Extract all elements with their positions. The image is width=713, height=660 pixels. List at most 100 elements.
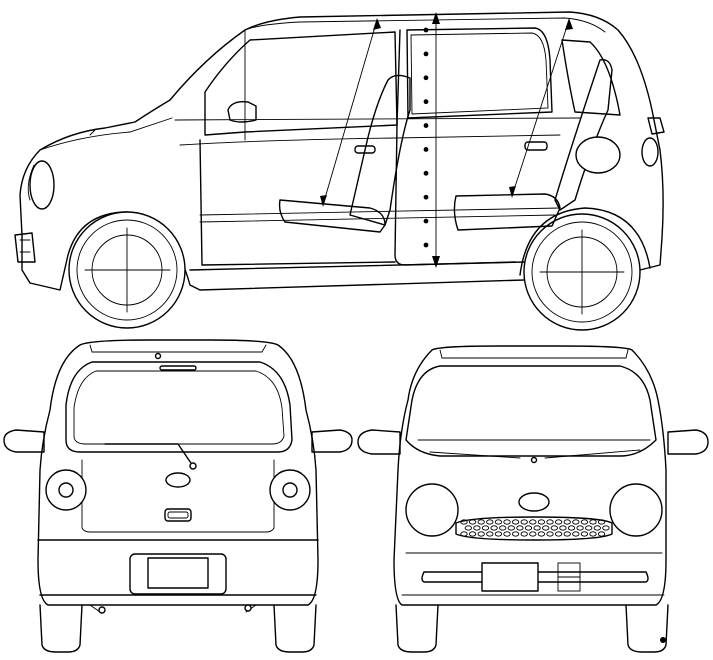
rear-emblem [165, 472, 191, 488]
side-view [14, 11, 665, 331]
grille-hole [529, 531, 537, 537]
rear-mirror-left [3, 429, 45, 453]
grille-hole [572, 531, 580, 537]
grille-hole [554, 531, 563, 537]
grille-hole [546, 531, 554, 537]
side-height-arrow [432, 12, 440, 268]
grille-hole [503, 519, 511, 525]
height-marker-dot [423, 27, 429, 33]
grille-hole [524, 525, 533, 531]
height-marker-dot [423, 75, 429, 81]
side-door-seam [394, 29, 516, 266]
side-rear-wheel [523, 213, 641, 331]
height-marker-dot [423, 242, 429, 248]
grille-hole [494, 519, 503, 525]
height-marker-dot [423, 99, 429, 105]
grille-hole [597, 531, 606, 537]
grille-hole [542, 525, 550, 531]
grille-hole [464, 525, 472, 531]
side-rear-door-window [406, 27, 553, 119]
grille-hole [563, 531, 571, 537]
side-mirror [227, 100, 257, 123]
side-front-wheel [68, 211, 186, 329]
side-front-window [204, 31, 398, 136]
front-grille-pattern [460, 519, 610, 537]
side-roof-line [244, 17, 606, 33]
grille-hole [580, 519, 589, 525]
side-rear-seat-arrow [509, 18, 573, 198]
side-rear-handle [524, 141, 548, 151]
grille-hole [537, 519, 546, 525]
front-grille [455, 516, 613, 541]
grille-hole [550, 525, 558, 531]
grille-hole [477, 531, 485, 537]
grille-hole [460, 519, 468, 525]
front-windshield [405, 365, 657, 457]
grille-hole [546, 519, 554, 525]
grille-hole [494, 531, 503, 537]
height-marker-dot [423, 170, 429, 176]
grille-hole [585, 525, 593, 531]
grille-hole [572, 519, 580, 525]
grille-hole [468, 519, 477, 525]
grille-hole [529, 519, 537, 525]
side-front-bumper [14, 232, 36, 263]
grille-hole [460, 531, 468, 537]
side-height-dots [423, 27, 429, 248]
rear-wiper [104, 443, 194, 467]
height-marker-dot [423, 218, 429, 224]
front-license-plate [481, 562, 539, 592]
side-headlight [29, 160, 55, 210]
front-mirror-left [357, 429, 401, 455]
grille-hole [602, 525, 610, 531]
grille-hole [589, 519, 597, 525]
rear-mirror-right [311, 429, 353, 453]
height-marker-dot [423, 194, 429, 200]
grille-hole [486, 531, 494, 537]
front-view [357, 345, 709, 653]
rear-view [3, 339, 353, 653]
grille-hole [563, 519, 571, 525]
front-emblem [518, 492, 550, 512]
grille-hole [559, 525, 567, 531]
front-body-outline [393, 345, 667, 606]
rear-body-outline [37, 339, 319, 606]
grille-hole [516, 525, 524, 531]
grille-hole [520, 531, 528, 537]
grille-hole [473, 525, 481, 531]
grille-hole [567, 525, 576, 531]
rear-handle [164, 508, 192, 522]
grille-hole [468, 531, 477, 537]
grille-hole [533, 525, 541, 531]
side-front-seat-arrow [320, 18, 381, 207]
grille-hole [537, 531, 546, 537]
grille-hole [589, 531, 597, 537]
side-rear-lamp [641, 137, 659, 167]
height-marker-dot [423, 51, 429, 57]
grille-hole [580, 531, 589, 537]
side-rear-window [561, 39, 621, 116]
grille-hole [481, 525, 490, 531]
side-rear-seat [453, 59, 621, 231]
rear-window [65, 361, 293, 453]
grille-hole [597, 519, 606, 525]
grille-hole [490, 525, 498, 531]
height-marker-dot [423, 147, 429, 152]
grille-hole [576, 525, 584, 531]
grille-hole [477, 519, 485, 525]
grille-hole [499, 525, 507, 531]
grille-hole [507, 525, 515, 531]
front-headlight-left [405, 483, 459, 537]
grille-hole [554, 519, 563, 525]
front-bumper-lip [421, 571, 649, 583]
grille-hole [503, 531, 511, 537]
height-marker-dot [423, 123, 429, 128]
grille-hole [486, 519, 494, 525]
grille-hole [593, 525, 601, 531]
front-mirror-right [667, 429, 709, 455]
grille-hole [511, 531, 520, 537]
side-front-seat [278, 74, 411, 233]
grille-hole [511, 519, 520, 525]
front-headlight-right [609, 483, 663, 537]
